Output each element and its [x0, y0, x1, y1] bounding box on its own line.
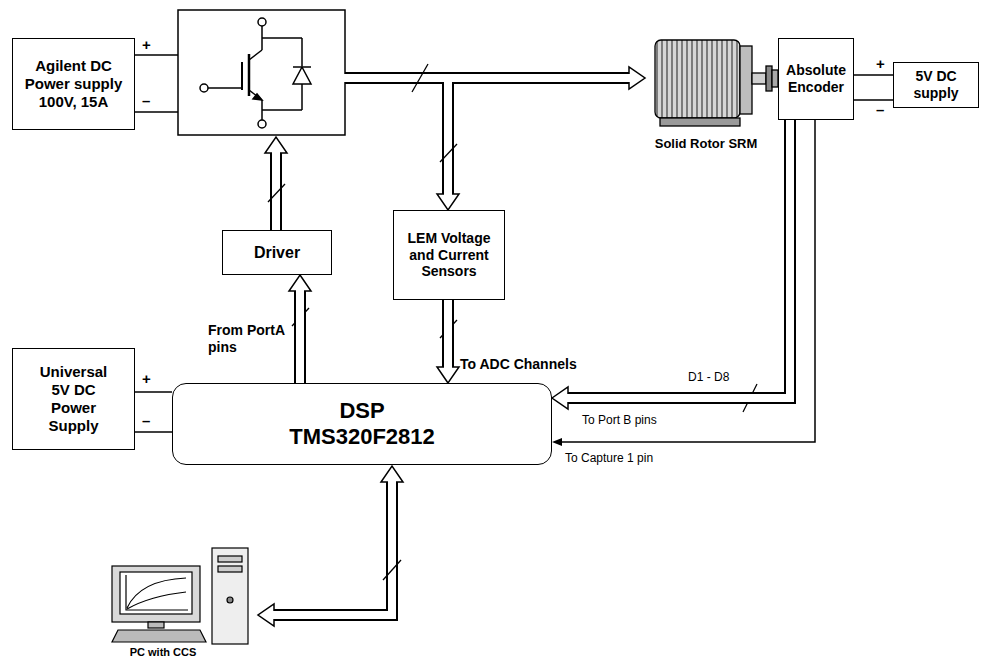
srm-motor: [655, 40, 778, 126]
sensor-box: LEM Voltage and Current Sensors: [393, 210, 505, 300]
encoder-box: Absolute Encoder: [778, 38, 854, 120]
driver-box: Driver: [222, 230, 332, 275]
terminal-sign: –: [876, 101, 890, 119]
power-bus-arrows: [258, 67, 645, 626]
node-text: DSP TMS320F2812: [282, 398, 442, 451]
wire-line: [854, 74, 893, 76]
inverter-switch: [178, 10, 345, 135]
arrow-head: [289, 275, 311, 291]
pc-label: PC with CCS: [108, 646, 218, 659]
pin-label: To Capture 1 pin: [565, 451, 695, 465]
signal-wire: [552, 120, 815, 446]
signal-wire: [854, 75, 893, 76]
motor-label: Solid Rotor SRM: [650, 136, 762, 152]
wire-line: [854, 99, 893, 101]
bus-arrow-channel: [296, 289, 304, 383]
terminal-sign: +: [142, 370, 156, 388]
supply-wires: [135, 55, 178, 112]
node-text: Driver: [254, 243, 300, 262]
node-text: Agilent DC Power supply 100V, 15A: [19, 57, 129, 111]
node-text: Universal 5V DC Power Supply: [36, 363, 111, 435]
arrow-head: [552, 438, 562, 446]
bus-arrow-channel: [566, 120, 790, 398]
wire-line: [135, 431, 172, 433]
terminal-sign: –: [142, 412, 156, 430]
power-supply-box: Agilent DC Power supply 100V, 15A: [12, 38, 135, 130]
wire-line: [562, 120, 815, 442]
dsp-box: DSP TMS320F2812: [172, 383, 552, 465]
wire-line: [135, 391, 172, 393]
arrow-head: [437, 367, 459, 383]
pc-illustration: [112, 548, 248, 644]
terminal-sign: –: [142, 92, 156, 110]
bus-arrow-outline: [568, 120, 790, 398]
signal-wire: [135, 432, 172, 433]
node-text: 5V DC supply: [898, 68, 974, 102]
power-supply-box: 5V DC supply: [893, 62, 979, 108]
signal-name: D1 - D8: [688, 370, 738, 384]
bus-arrow: [552, 120, 790, 409]
arrow-head: [552, 387, 568, 409]
pin-label: To ADC Channels: [460, 356, 620, 373]
power-supply-box: Universal 5V DC Power Supply: [12, 348, 135, 450]
signal-wire: [135, 392, 172, 393]
signal-wire: [854, 100, 893, 101]
node-text: LEM Voltage and Current Sensors: [399, 230, 499, 280]
pin-label: To Port B pins: [582, 413, 692, 427]
pin-label: From PortA pins: [208, 322, 292, 356]
bus-arrow: [437, 300, 459, 383]
terminal-sign: +: [876, 55, 890, 73]
bus-arrow-channel: [444, 300, 452, 369]
terminal-sign: +: [142, 36, 156, 54]
bus-arrow: [289, 275, 311, 383]
node-text: Absolute Encoder: [783, 62, 849, 96]
